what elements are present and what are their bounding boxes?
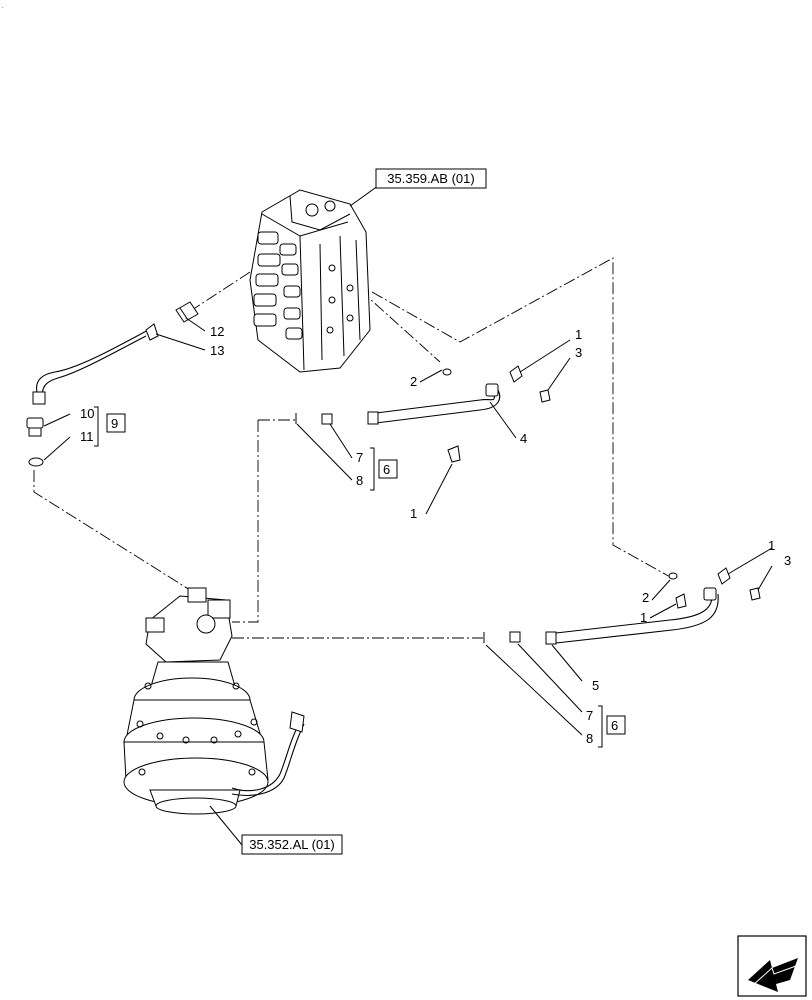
ref-box-control-valve — [375, 168, 487, 189]
callout-3b: 3 — [784, 553, 791, 568]
part-11-oring — [28, 457, 44, 467]
callout-6b: 6 — [611, 718, 618, 733]
ref-box-swing-motor — [241, 834, 343, 855]
part-1-clamp-upper — [509, 365, 523, 383]
corner-dot: . — [2, 4, 4, 10]
swing-motor — [123, 587, 305, 815]
callout-1b: 1 — [410, 506, 417, 521]
ref-box-9 — [106, 413, 126, 433]
part-3-bolt — [539, 389, 551, 403]
part-5-hose — [545, 587, 719, 645]
ref-box-6b — [606, 715, 626, 735]
part-10-connector — [26, 417, 44, 437]
part-7-fitting — [321, 413, 333, 425]
callout-1c: 1 — [768, 538, 775, 553]
callout-8a: 8 — [356, 473, 363, 488]
callout-2a: 2 — [410, 374, 417, 389]
callout-12: 12 — [210, 324, 224, 339]
callout-9: 9 — [111, 416, 118, 431]
ref-swing-motor[interactable]: 35.352.AL (01) — [249, 837, 335, 852]
part-2-oring — [442, 368, 452, 376]
callout-7b: 7 — [586, 708, 593, 723]
part-1-clamp-lower — [447, 445, 461, 463]
callout-2b: 2 — [642, 590, 649, 605]
connection-lines — [33, 257, 673, 639]
callout-1a: 1 — [575, 327, 582, 342]
callout-5: 5 — [592, 678, 599, 693]
control-valve — [249, 189, 371, 373]
callout-1d: 1 — [640, 610, 647, 625]
part-2-oring-b — [668, 572, 678, 580]
callout-11: 11 — [80, 429, 94, 444]
part-4-hose — [367, 383, 501, 425]
callout-7a: 7 — [356, 450, 363, 465]
part-13-hose — [32, 323, 159, 405]
callout-4: 4 — [520, 431, 527, 446]
ref-control-valve[interactable]: 35.359.AB (01) — [387, 171, 474, 186]
part-3-bolt-b — [749, 587, 761, 601]
part-7-fitting-b — [509, 631, 521, 643]
callout-8b: 8 — [586, 731, 593, 746]
callout-10: 10 — [80, 406, 94, 421]
ref-box-6a — [378, 459, 398, 479]
arrow-next-page-icon[interactable] — [737, 935, 807, 997]
part-1-clamp-b1 — [717, 567, 731, 585]
callouts: 12 13 10 11 9 2 1 3 4 1 7 8 6 1 3 2 1 5 … — [80, 324, 791, 746]
part-1-clamp-b2 — [675, 593, 687, 609]
callout-13: 13 — [210, 343, 224, 358]
spool-ends — [253, 200, 354, 340]
callout-3a: 3 — [575, 345, 582, 360]
callout-6a: 6 — [383, 462, 390, 477]
